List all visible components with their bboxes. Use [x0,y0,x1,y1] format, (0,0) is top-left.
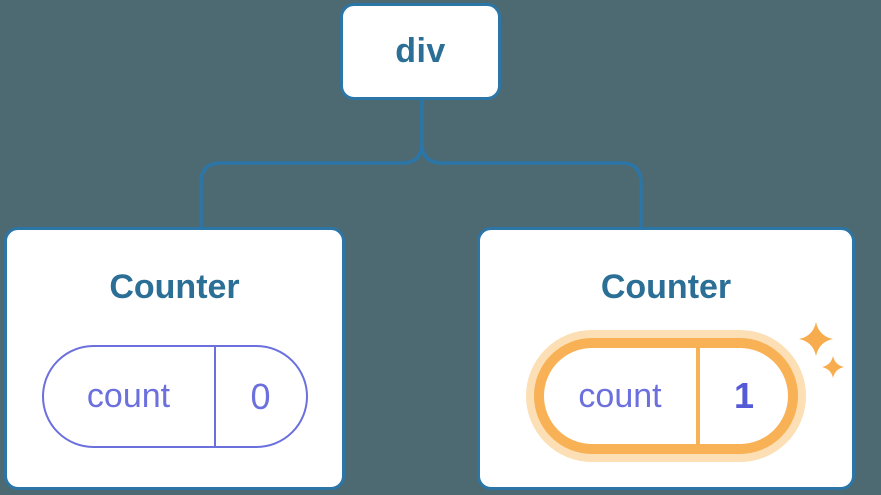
root-node: div [340,3,501,100]
counter-node-right: Counter count 1 [477,227,855,490]
state-key-label: count [86,377,171,415]
root-node-label: div [395,32,446,70]
state-value-cell: 0 [216,347,306,446]
sparkle-small-icon [822,356,844,378]
sparkle-icon [799,322,844,378]
branch-left-line [199,99,424,229]
counter-node-left: Counter count 0 [4,227,345,490]
state-key-label: count [578,376,662,415]
node-title: Counter [600,268,732,306]
state-key-cell: count [44,347,216,446]
state-value-label: 0 [250,375,271,417]
node-title: Counter [109,268,240,306]
sparkle-large-icon [799,322,833,356]
state-key-cell: count [544,348,700,444]
state-value-cell: 1 [700,348,788,444]
branch-right-line [420,99,643,229]
state-pill-highlighted: count 1 [534,338,798,454]
state-pill: count 0 [41,345,308,448]
state-value-label: 1 [733,375,755,416]
